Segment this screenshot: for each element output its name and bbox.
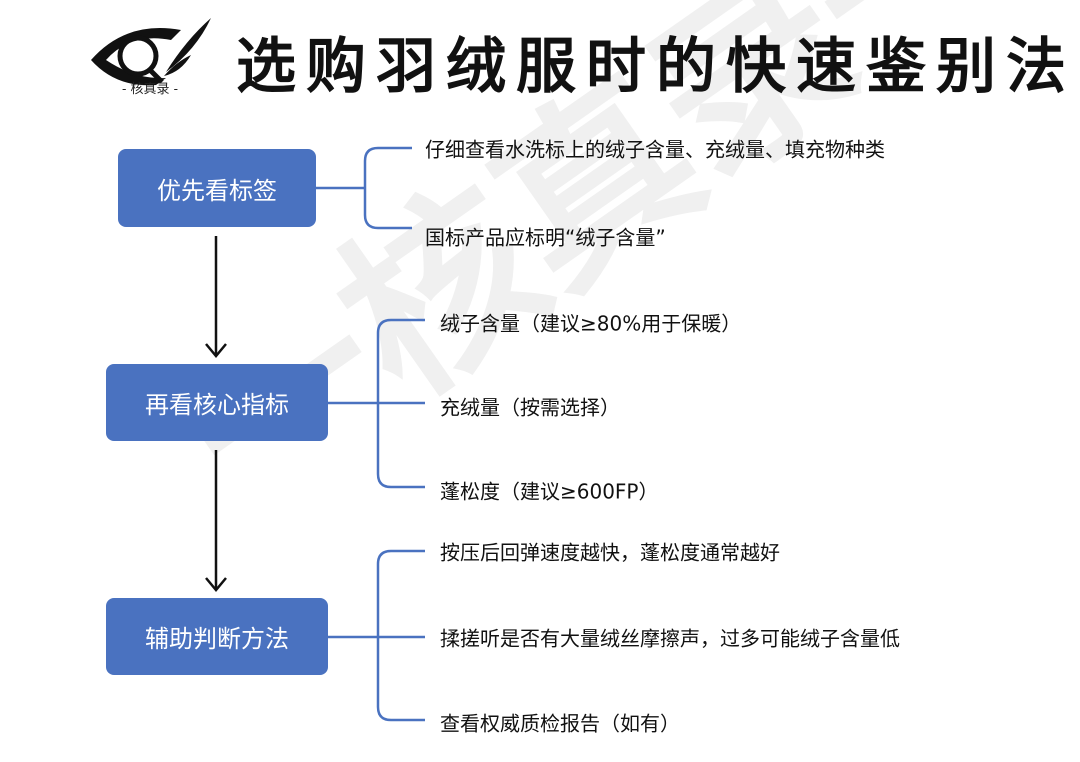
step-3-item: 查看权威质检报告（如有）: [440, 711, 680, 736]
step-box-2: 再看核心指标: [106, 364, 328, 441]
page-title: 选购羽绒服时的快速鉴别法: [236, 32, 1076, 102]
logo-text: - 核真录 -: [121, 82, 179, 97]
step-2-item: 充绒量（按需选择）: [440, 395, 620, 420]
step-1-item: 国标产品应标明“绒子含量”: [425, 225, 666, 250]
step-3-item: 揉搓听是否有大量绒丝摩擦声，过多可能绒子含量低: [440, 626, 900, 651]
step-1-item: 仔细查看水洗标上的绒子含量、充绒量、填充物种类: [425, 137, 885, 162]
step-box-1: 优先看标签: [118, 149, 316, 227]
logo-eye-icon: [91, 18, 211, 86]
step-box-3: 辅助判断方法: [106, 598, 328, 675]
step-3-item: 按压后回弹速度越快，蓬松度通常越好: [440, 540, 780, 565]
step-2-item: 蓬松度（建议≥600FP）: [440, 479, 659, 504]
step-2-item: 绒子含量（建议≥80%用于保暖）: [440, 311, 742, 336]
